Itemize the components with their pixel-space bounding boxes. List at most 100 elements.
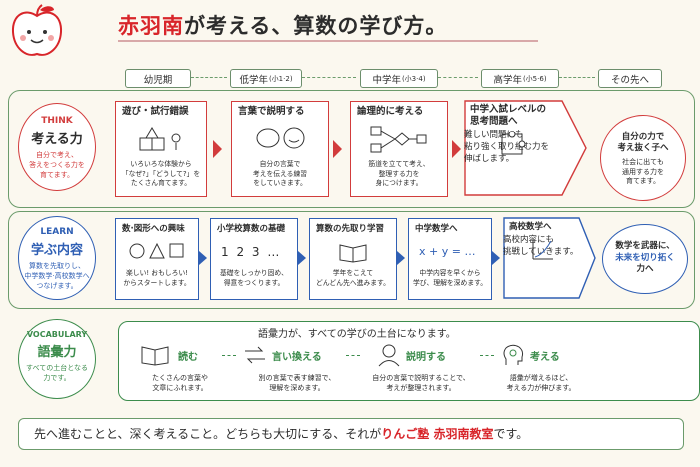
goal-text: 社会に出ても [622,158,664,166]
card-text: どんどん先へ進みます。 [316,278,390,287]
vocab-item-label: 説明する [406,352,446,363]
think-goal: 自分の力で考え抜く子へ 社会に出ても通用する力を育てます。 [600,115,686,201]
stage-middle: 中学年(小3·4) [360,69,438,88]
footer-text: 先へ進むことと、深く考えること。どちらも大切にする、それが [34,427,382,441]
card-text: 楽しい! おもしろい! [126,269,188,277]
flow-arrow-icon [298,251,306,265]
goal-text: 数学を武器に、 [615,241,675,251]
learn-desc: つなげます。 [36,282,78,290]
stage-sub: (小1·2) [268,74,293,83]
stage-label: その先へ [610,74,649,86]
card-text: 粘り強く取り組む力を [464,142,550,152]
title-rest: が考える、算数の学び方。 [184,14,448,38]
card-text: 考えを伝える練習 [252,169,308,178]
flow-arrow-icon [199,251,207,265]
learn-card-interest: 数·図形への興味 楽しい! おもしろい!からスタートします。 [115,218,199,300]
card-text: 学び、理解を深めます。 [412,278,488,287]
vocab-item-text: 考える力が伸びます。 [506,384,576,392]
think-card-explain: 言葉で説明する 自分の言葉で考えを伝える練習をしていきます。 [231,101,329,197]
speech-bubbles-icon [256,127,305,149]
vocab-item-text: 自分の言葉で説明することで、 [372,374,470,382]
card-text: たくさん育てます。 [130,179,192,187]
vocab-arrow [480,355,494,356]
vocab-heading: 語彙力が、すべての学びの土台になります。 [258,329,456,340]
blocks-icon [139,127,181,151]
card-title: 数·図形への興味 [122,224,185,234]
learn-card-high-school [503,217,596,299]
title-underline [118,40,538,42]
card-title: 中学数学へ [415,224,458,234]
card-title: 中学入試レベルの [470,104,547,115]
think-card-exam [464,100,587,196]
stage-arrow [191,77,227,78]
card-text: 身につけます。 [375,179,423,187]
stage-label: 高学年 [493,74,522,86]
learn-desc: 中学数学·高校数学へ [24,272,90,280]
puzzle-icon [501,132,526,155]
card-text: 「なぜ?」「どうして?」を [121,169,201,178]
learn-desc: 算数を先取りし、 [29,262,85,270]
think-desc: 育てます。 [40,171,74,179]
footer-box [18,418,684,450]
open-book-icon [141,346,169,366]
stage-label: 低学年 [239,74,268,86]
card-title: 思考問題へ [470,116,518,127]
title-school-name: 赤羽南 [118,14,184,38]
vocab-item-text: 別の言葉で表す練習で、 [258,374,336,382]
card-title: 論理的に考える [357,106,424,117]
think-card-play: 遊び・試行錯誤 いろいろな体験から「なぜ?」「どうして?」をたくさん育てます。 [115,101,207,197]
equation-illustration: x + y = … [419,245,476,258]
vocab-item-label: 考える [530,352,560,363]
stage-sub: (小3·4) [401,74,426,83]
person-speaking-icon [378,344,400,367]
think-en: THINK [41,116,73,126]
learn-band [8,211,695,309]
card-text: からスタートします。 [123,278,191,287]
stage-arrow [302,77,356,78]
stage-preschool: 幼児期 [125,69,191,88]
card-text: 中学内容を早くから [419,269,481,277]
learn-card-high-school-content: 高校数学へ 高校内容にも挑戦していきます。 [503,217,581,299]
card-title: 高校数学へ [509,222,552,232]
apple-mascot-icon [11,4,63,56]
card-text: 高校内容にも [503,235,555,245]
learn-category: LEARN 学ぶ内容 算数を先取りし、中学数学·高校数学へつなげます。 [18,216,96,300]
goal-text: 未来を切り拓く [615,252,675,263]
graph-icon [532,239,553,260]
book-icon [339,244,367,263]
think-desc: 答えをつくる力を [29,161,85,169]
card-text: 得意をつくります。 [223,278,285,287]
think-category: THINK 考える力 自分で考え、答えをつくる力を育てます。 [18,103,96,191]
learn-goal: 数学を武器に、未来を切り拓く力へ [602,224,688,294]
vocab-en: VOCABULARY [26,330,88,339]
think-card-exam-content: 中学入試レベルの思考問題へ 難しい問題にも粘り強く取り組む力を伸ばします。 [464,100,564,196]
goal-text: 力へ [636,264,654,274]
vocab-arrow [346,355,360,356]
learn-card-basics: 小学校算数の基礎 1 2 3 … 基礎をしっかり固め、得意をつくります。 [210,218,298,300]
card-title: 算数の先取り学習 [316,224,385,234]
rephrase-arrows-icon [245,346,265,364]
learn-card-junior-high: 中学数学へ x + y = … 中学内容を早くから学び、理解を深めます。 [408,218,492,300]
vocab-item-text: 文章にふれます。 [152,384,208,392]
goal-text: 自分の力で [621,132,665,142]
card-text: 学年をこえて [332,269,374,277]
think-band [8,90,695,208]
card-text: 筋道を立てて考え、 [368,160,430,168]
flow-arrow-icon [492,251,500,265]
card-text: をしていきます。 [253,179,307,187]
stage-upper: 高学年(小5·6) [481,69,559,88]
vocab-item-text: たくさんの言葉や [152,374,208,382]
vocab-item-label: 読む [178,352,198,363]
learn-en: LEARN [40,227,74,237]
flow-arrow-icon [333,140,342,158]
thinking-head-icon [503,344,524,365]
shapes-icon [129,242,184,259]
footer-message: 先へ進むことと、深く考えること。どちらも大切にする、それがりんご塾 赤羽南教室で… [34,425,528,442]
flow-arrow-icon [213,140,222,158]
footer-text: です。 [493,427,529,441]
footer-school-name: りんご塾 赤羽南教室 [381,427,494,441]
card-text: 難しい問題にも [464,130,524,140]
card-title: 言葉で説明する [238,106,305,117]
stage-lower: 低学年(小1·2) [230,69,302,88]
